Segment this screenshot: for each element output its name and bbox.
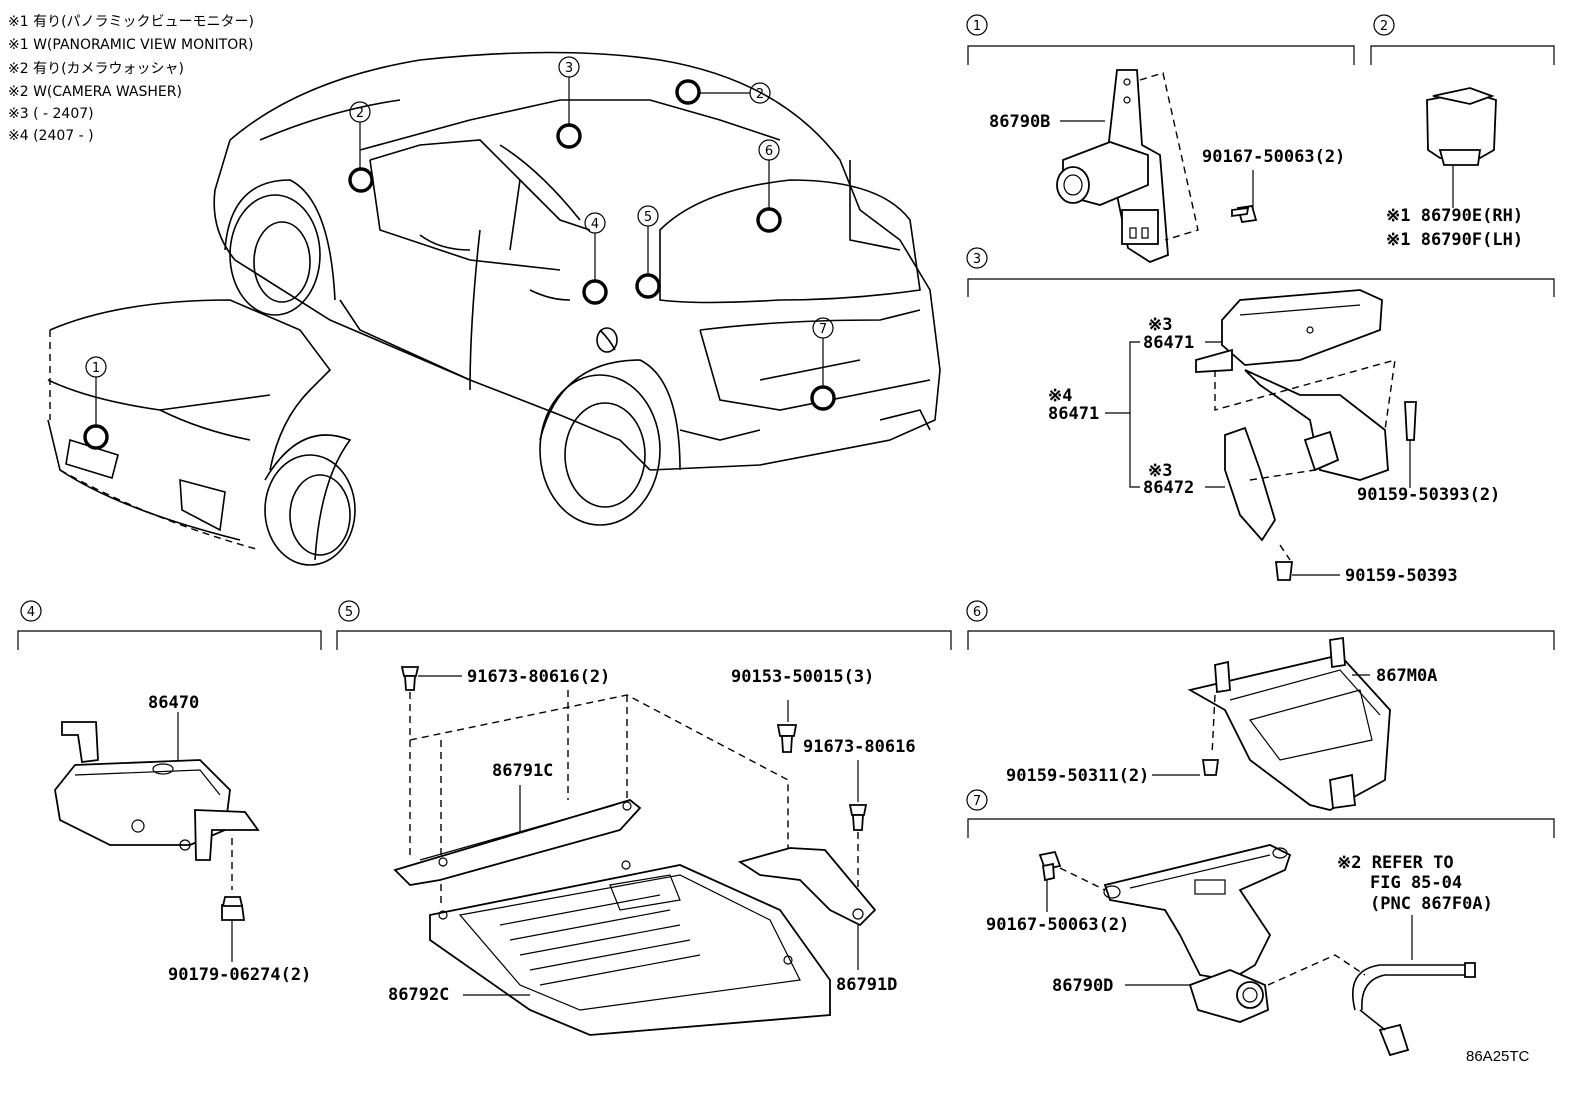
label-86790B: 86790B <box>989 112 1050 132</box>
camera-marker-7 <box>810 385 836 411</box>
section-7-parts: 90167-50063(2) 86790D ※2 REFER TO FIG 85… <box>986 844 1493 1057</box>
note-2-en: ※2 W(CAMERA WASHER) <box>8 84 182 100</box>
note-4: ※4 (2407 - ) <box>8 128 94 144</box>
note-1-en: ※1 W(PANORAMIC VIEW MONITOR) <box>8 37 254 53</box>
camera-marker-4 <box>582 279 608 305</box>
label-90167-50063-2: 90167-50063(2) <box>1202 147 1345 167</box>
camera-marker-6 <box>756 207 782 233</box>
label-86791D: 86791D <box>836 975 897 995</box>
label-86470: 86470 <box>148 693 199 713</box>
section-headers: 1 2 3 4 5 6 7 <box>17 14 1555 838</box>
section-2-parts: ※1 86790E(RH) ※1 86790F(LH) <box>1386 87 1523 250</box>
section-1-parts: 86790B 90167-50063(2) <box>989 69 1345 264</box>
callout-1: 1 <box>85 356 107 426</box>
svg-text:1: 1 <box>92 361 100 376</box>
section-2-number: 2 <box>1380 19 1388 34</box>
label-86790D: 86790D <box>1052 976 1113 996</box>
callout-5: 5 <box>637 205 659 275</box>
label-90159-50393-2: 90159-50393(2) <box>1357 485 1500 505</box>
camera-marker-1 <box>83 424 109 450</box>
callout-3: 3 <box>558 56 580 125</box>
note-s3-c: ※3 <box>1148 461 1172 481</box>
section-5-number: 5 <box>345 605 353 620</box>
label-86790F-LH: ※1 86790F(LH) <box>1386 230 1523 250</box>
label-86472: 86472 <box>1143 478 1194 498</box>
callout-7: 7 <box>812 317 834 387</box>
svg-text:5: 5 <box>644 210 652 225</box>
label-86790E-RH: ※1 86790E(RH) <box>1386 206 1523 226</box>
ref-note-line-3: (PNC 867F0A) <box>1370 894 1493 914</box>
section-3-parts: ※3 86471 ※4 86471 ※3 86472 90159-50393(2… <box>1048 289 1500 586</box>
section-7-number: 7 <box>973 794 981 809</box>
label-867M0A: 867M0A <box>1376 666 1437 686</box>
svg-text:2: 2 <box>356 106 364 121</box>
section-6-parts: 867M0A 90159-50311(2) <box>1006 636 1437 811</box>
svg-text:6: 6 <box>765 144 773 159</box>
callout-2-left: 2 <box>349 101 371 169</box>
label-90153-50015-3: 90153-50015(3) <box>731 667 874 687</box>
label-90159-50311-2: 90159-50311(2) <box>1006 766 1149 786</box>
svg-text:2: 2 <box>756 87 764 102</box>
callout-6: 6 <box>758 139 780 209</box>
label-86791C: 86791C <box>492 761 553 781</box>
camera-marker-3 <box>556 123 582 149</box>
section-6-number: 6 <box>973 605 981 620</box>
callout-4: 4 <box>584 212 606 281</box>
ref-note-line-2: FIG 85-04 <box>1370 873 1462 893</box>
camera-marker-2-right <box>675 79 701 105</box>
section-1-number: 1 <box>973 19 981 34</box>
note-s3-a: ※3 <box>1148 315 1172 335</box>
label-91673-80616: 91673-80616 <box>803 737 916 757</box>
section-3-number: 3 <box>973 252 981 267</box>
note-1-jp: ※1 有り(パノラミックビューモニター) <box>8 14 254 30</box>
camera-marker-2-left <box>348 167 374 193</box>
label-86792C: 86792C <box>388 985 449 1005</box>
label-86471-b: 86471 <box>1048 404 1099 424</box>
section-4-number: 4 <box>27 605 35 620</box>
label-90167-50063-2-s7: 90167-50063(2) <box>986 915 1129 935</box>
ref-note-line-1: ※2 REFER TO <box>1337 853 1454 873</box>
note-2-jp: ※2 有り(カメラウォッシャ) <box>8 61 184 77</box>
note-s3-b: ※4 <box>1048 386 1072 406</box>
section-4-parts: 86470 90179-06274(2) <box>54 693 311 985</box>
section-5-parts: 91673-80616(2) 90153-50015(3) 91673-8061… <box>388 666 916 1036</box>
svg-text:7: 7 <box>819 322 827 337</box>
figure-code: 86A25TC <box>1466 1048 1530 1065</box>
label-90159-50393: 90159-50393 <box>1345 566 1458 586</box>
svg-text:4: 4 <box>591 217 599 232</box>
label-91673-80616-2: 91673-80616(2) <box>467 667 610 687</box>
notes-block: ※1 有り(パノラミックビューモニター) ※1 W(PANORAMIC VIEW… <box>8 14 254 144</box>
note-3: ※3 ( - 2407) <box>8 106 94 122</box>
callout-2-right: 2 <box>699 82 771 104</box>
vehicle-illustration: 1 2 2 3 4 5 6 <box>47 51 941 566</box>
label-86471-a: 86471 <box>1143 333 1194 353</box>
camera-marker-5 <box>635 273 661 299</box>
label-90179-06274-2: 90179-06274(2) <box>168 965 311 985</box>
svg-text:3: 3 <box>565 61 573 76</box>
